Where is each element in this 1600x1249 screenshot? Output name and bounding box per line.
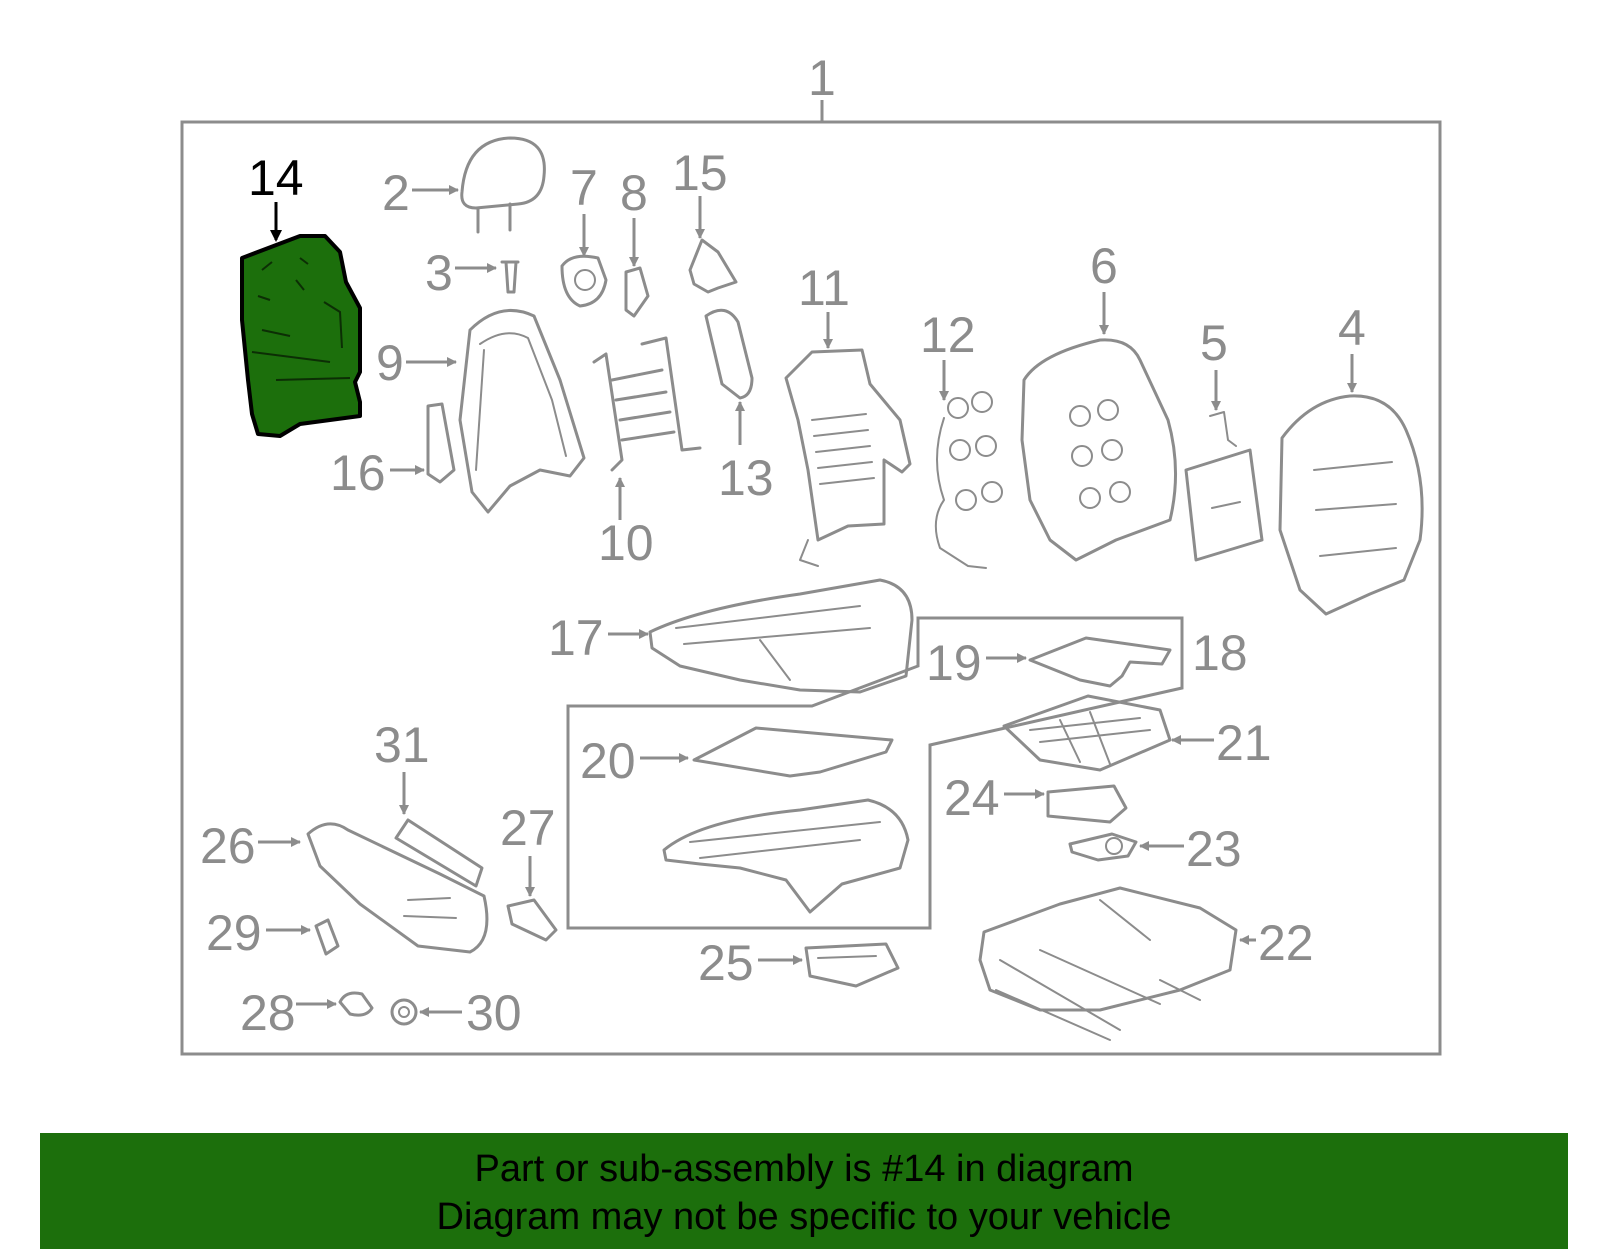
part-26-side-shield[interactable] <box>306 822 489 954</box>
part-23-adjuster[interactable] <box>1068 832 1138 862</box>
callout-30: 30 <box>466 985 522 1041</box>
callout-25: 25 <box>698 935 754 991</box>
part-7-recliner-cover[interactable] <box>560 254 608 308</box>
sub-assembly-18-outline <box>566 616 1184 930</box>
part-15-bracket[interactable] <box>688 238 738 294</box>
part-11-heater-pad[interactable] <box>784 348 912 567</box>
callout-29: 29 <box>206 905 262 961</box>
callout-19: 19 <box>926 635 982 691</box>
part-17-seat-cushion-cover[interactable] <box>648 578 914 694</box>
callout-2: 2 <box>382 165 410 221</box>
callout-18: 18 <box>1192 625 1248 681</box>
part-8-bracket[interactable] <box>624 266 650 318</box>
callout-15: 15 <box>672 145 728 201</box>
callout-6: 6 <box>1090 238 1118 294</box>
part-29-knob[interactable] <box>314 918 340 956</box>
callout-12: 12 <box>920 307 976 363</box>
callout-4: 4 <box>1338 300 1366 356</box>
callout-14: 14 <box>248 150 304 206</box>
callout-5: 5 <box>1200 315 1228 371</box>
part-21-cushion-pan[interactable] <box>1002 694 1172 772</box>
part-3-bolt[interactable] <box>500 260 520 294</box>
callout-7: 7 <box>570 160 598 216</box>
callout-8: 8 <box>620 165 648 221</box>
callout-3: 3 <box>425 245 453 301</box>
part-10-lumbar-support[interactable] <box>592 336 702 472</box>
callout-22: 22 <box>1258 915 1314 971</box>
callout-1: 1 <box>808 50 836 106</box>
part-6-seat-back-cushion[interactable] <box>1020 338 1178 562</box>
part-5-heater-module[interactable] <box>1184 411 1264 562</box>
callout-31: 31 <box>374 717 430 773</box>
banner-line-1: Part or sub-assembly is #14 in diagram <box>474 1148 1134 1190</box>
part-24-control-module[interactable] <box>1046 784 1128 824</box>
info-banner: Part or sub-assembly is #14 in diagram D… <box>40 1133 1568 1249</box>
callout-11: 11 <box>798 260 850 316</box>
part-12-wiring-harness[interactable] <box>934 391 1003 569</box>
callout-27: 27 <box>500 800 556 856</box>
callout-16: 16 <box>330 445 386 501</box>
part-2-headrest[interactable] <box>460 136 546 234</box>
callout-20: 20 <box>580 733 636 789</box>
part-14-back-panel[interactable] <box>240 234 362 438</box>
banner-line-2: Diagram may not be specific to your vehi… <box>436 1196 1172 1238</box>
part-30-knob[interactable] <box>390 998 418 1026</box>
callout-23: 23 <box>1186 821 1242 877</box>
callout-26: 26 <box>200 818 256 874</box>
part-19-cushion-heater[interactable] <box>1028 636 1172 688</box>
part-16-side-trim[interactable] <box>426 402 456 484</box>
part-4-seat-back-cover[interactable] <box>1278 394 1424 616</box>
callout-21: 21 <box>1216 715 1272 771</box>
part-9-seat-back-frame[interactable] <box>458 308 586 514</box>
part-13-side-panel[interactable] <box>704 308 754 400</box>
part-28-button[interactable] <box>338 991 374 1017</box>
part-31-trim-strip[interactable] <box>394 818 484 888</box>
part-22-seat-adjuster[interactable] <box>978 886 1238 1041</box>
part-20-cushion-pad[interactable] <box>662 726 910 914</box>
callout-9: 9 <box>376 335 404 391</box>
callout-13: 13 <box>718 450 774 506</box>
assembly-frame <box>180 120 1442 1056</box>
callout-10: 10 <box>598 515 654 571</box>
part-25-switch[interactable] <box>804 942 900 988</box>
part-27-switch-bezel[interactable] <box>506 898 558 942</box>
callout-28: 28 <box>240 985 296 1041</box>
callout-24: 24 <box>944 770 1000 826</box>
callout-17: 17 <box>548 610 604 666</box>
